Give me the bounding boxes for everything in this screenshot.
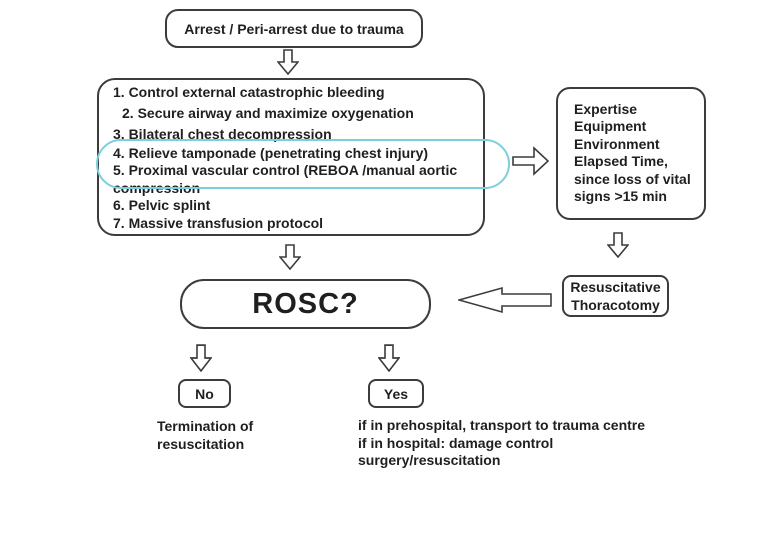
rosc-label: ROSC? (252, 287, 359, 320)
intervention-item: 2. Secure airway and maximize oxygenatio… (122, 104, 414, 121)
left-arrow-icon (458, 286, 552, 314)
down-arrow-icon (607, 232, 629, 258)
arrow-rosc-to-yes (378, 344, 400, 372)
no-node: No (178, 379, 231, 408)
arrow-interventions-to-considerations (512, 145, 550, 177)
right-arrow-icon (512, 146, 550, 176)
no-outcome-line: resuscitation (157, 435, 245, 452)
thoracotomy-node: Resuscitative Thoracotomy (562, 275, 669, 317)
start-node: Arrest / Peri-arrest due to trauma (165, 9, 423, 48)
arrow-start-to-interventions (277, 49, 299, 75)
rosc-node: ROSC? (180, 279, 431, 329)
yes-node: Yes (368, 379, 424, 408)
down-arrow-icon (190, 344, 212, 372)
consideration-line: Elapsed Time, (574, 153, 668, 170)
intervention-item: 6. Pelvic splint (113, 197, 211, 213)
no-label: No (195, 385, 214, 402)
no-outcome-line: Termination of (157, 418, 254, 434)
intervention-item: 4. Relieve tamponade (penetrating chest … (113, 144, 429, 161)
yes-outcome-text: if in prehospital, transport to trauma c… (358, 417, 645, 470)
intervention-item: 3. Bilateral chest decompression (113, 126, 332, 142)
consideration-line: Expertise (574, 101, 638, 117)
considerations-node: Expertise Equipment Environment Elapsed … (556, 87, 706, 220)
intervention-item: 5. Proximal vascular control (REBOA /man… (113, 162, 458, 178)
no-outcome-text: Termination of resuscitation (157, 418, 253, 453)
thoracotomy-label-line: Resuscitative (570, 279, 661, 295)
start-node-label: Arrest / Peri-arrest due to trauma (184, 20, 404, 37)
yes-outcome-line: if in prehospital, transport to trauma c… (358, 417, 646, 433)
intervention-item: 1. Control external catastrophic bleedin… (113, 84, 385, 100)
yes-label: Yes (383, 385, 409, 402)
down-arrow-icon (277, 49, 299, 75)
yes-outcome-line: if in hospital: damage control (358, 434, 554, 451)
highlight-ellipse (96, 139, 510, 189)
yes-outcome-line: surgery/resuscitation (358, 452, 501, 469)
arrow-considerations-to-thoracotomy (607, 232, 629, 258)
intervention-item: 7. Massive transfusion protocol (113, 214, 324, 231)
thoracotomy-label-line: Thoracotomy (571, 297, 660, 313)
down-arrow-icon (279, 244, 301, 270)
consideration-line: Environment (574, 135, 660, 152)
arrow-rosc-to-no (190, 344, 212, 372)
consideration-line: Equipment (574, 118, 647, 135)
interventions-node: 1. Control external catastrophic bleedin… (97, 78, 485, 236)
consideration-line: signs >15 min (574, 188, 667, 205)
arrow-thoracotomy-to-rosc (458, 286, 553, 314)
down-arrow-icon (378, 344, 400, 372)
arrow-interventions-to-rosc (279, 244, 301, 270)
consideration-line: since loss of vital (574, 170, 691, 187)
